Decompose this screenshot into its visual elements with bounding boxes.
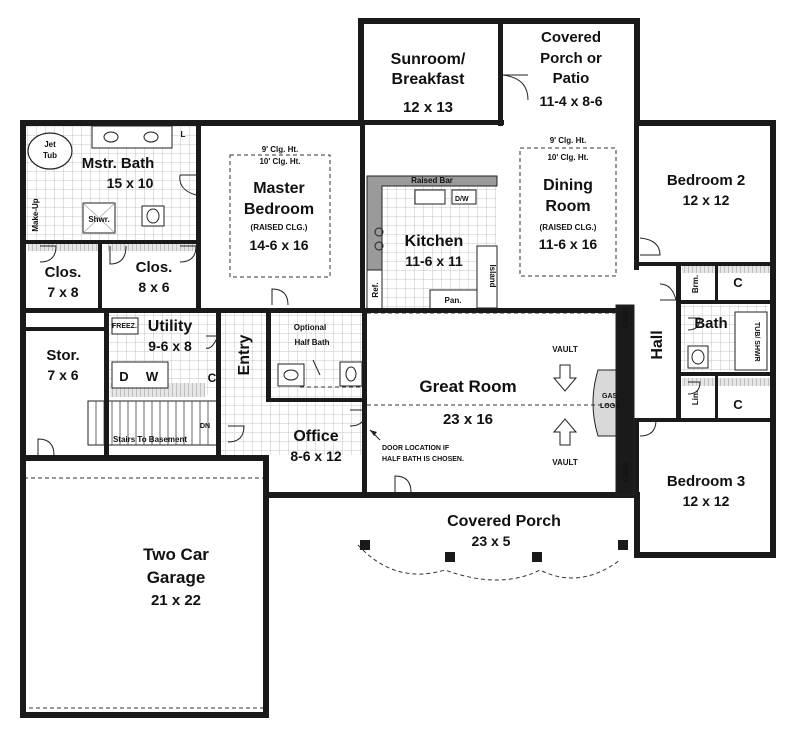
vault-arrows — [312, 359, 578, 446]
l-label: L — [181, 130, 186, 139]
master-bath-dim: 15 x 10 — [107, 175, 154, 191]
bedroom-closet-label: Brm. — [691, 275, 700, 293]
bedroom3-name: Bedroom 3 — [667, 473, 745, 490]
patio-name-1: Covered — [541, 29, 601, 46]
utility-name: Utility — [148, 318, 193, 335]
utility-closet-label: C — [208, 371, 217, 385]
covered-porch-name: Covered Porch — [447, 513, 561, 530]
ref-label: Ref. — [371, 282, 380, 297]
optional-label-1: Optional — [294, 323, 326, 332]
entry-label: Entry — [236, 334, 253, 375]
closet2-name: Clos. — [136, 259, 173, 276]
closet1-dim: 7 x 8 — [47, 284, 78, 300]
vault-bottom-label: VAULT — [552, 458, 578, 467]
dw-label: D/W — [455, 196, 469, 203]
master-bedroom-dim: 14-6 x 16 — [249, 237, 308, 253]
dining-ceiling-2: 10' Clg. Ht. — [547, 153, 588, 162]
bedroom3-dim: 12 x 12 — [683, 493, 730, 509]
dining-ceiling-1: 9' Clg. Ht. — [550, 136, 587, 145]
doors — [37, 74, 701, 493]
jet-tub-label-1: Jet — [44, 140, 56, 149]
pantry-label: Pan. — [445, 296, 462, 305]
office-name: Office — [293, 428, 338, 445]
kitchen-dim: 11-6 x 11 — [405, 253, 463, 269]
patio-name-3: Patio — [553, 70, 590, 87]
porch-posts — [360, 18, 640, 562]
covered-porch-dim: 23 x 5 — [472, 533, 511, 549]
island-label: Island — [488, 264, 497, 287]
dining-dim: 11-6 x 16 — [539, 236, 598, 252]
bedroom2-dim: 12 x 12 — [683, 192, 730, 208]
great-room-dim: 23 x 16 — [443, 411, 493, 428]
bedroom3-closet-label: C — [733, 397, 743, 412]
annotation-labels: Jet Tub Make-Up Shwr. L Raised Bar D/W R… — [31, 130, 760, 482]
sunroom-name-1: Sunroom/ — [391, 51, 466, 68]
hall-label: Hall — [649, 330, 666, 359]
bedroom2-name: Bedroom 2 — [667, 172, 745, 189]
dryer-label: D — [119, 369, 128, 384]
gas-label-2: LOGS — [600, 403, 620, 410]
garage-dim: 21 x 22 — [151, 592, 201, 609]
gas-label-1: GAS — [602, 393, 618, 400]
linen-label: Lin. — [691, 391, 700, 405]
patio-name-2: Porch or — [540, 50, 602, 67]
sunroom-dim: 12 x 13 — [403, 99, 453, 116]
kitchen-name: Kitchen — [405, 233, 464, 250]
master-bedroom-name-1: Master — [253, 180, 305, 197]
utility-dim: 9-6 x 8 — [148, 338, 192, 354]
room-labels: Sunroom/ Breakfast 12 x 13 Covered Porch… — [45, 29, 746, 609]
vault-top-label: VAULT — [552, 345, 578, 354]
door-note-2: HALF BATH IS CHOSEN. — [382, 456, 464, 463]
bedroom2-closet-label: C — [733, 275, 743, 290]
makeup-label: Make-Up — [31, 198, 40, 231]
closet2-dim: 8 x 6 — [138, 279, 169, 295]
dining-note: (RAISED CLG.) — [540, 223, 597, 232]
dining-name-1: Dining — [543, 177, 593, 194]
dining-name-2: Room — [545, 198, 590, 215]
garage-name-1: Two Car — [143, 545, 209, 564]
optional-label-2: Half Bath — [294, 338, 329, 347]
master-ceiling-2: 10' Clg. Ht. — [259, 157, 300, 166]
great-room-name: Great Room — [419, 377, 516, 396]
cabs-top-label: CABS — [623, 308, 630, 328]
jet-tub-label-2: Tub — [43, 151, 57, 160]
master-bath-name: Mstr. Bath — [82, 155, 155, 172]
hall-bath-label: Bath — [694, 315, 727, 332]
sunroom-name-2: Breakfast — [392, 71, 466, 88]
master-bedroom-note: (RAISED CLG.) — [251, 223, 308, 232]
stairs-label: Stairs To Basement — [113, 435, 187, 444]
shower-label: Shwr. — [88, 215, 109, 224]
raised-bar-label: Raised Bar — [411, 176, 453, 185]
washer-label: W — [146, 369, 159, 384]
master-bedroom-name-2: Bedroom — [244, 201, 314, 218]
office-dim: 8-6 x 12 — [290, 448, 342, 464]
stairs-dn-label: DN — [200, 423, 210, 430]
walls — [20, 18, 776, 718]
freezer-label: FREEZ. — [112, 323, 137, 330]
storage-name: Stor. — [46, 347, 79, 364]
closet1-name: Clos. — [45, 264, 82, 281]
cabs-bottom-label: CABS — [623, 462, 630, 482]
garage-name-2: Garage — [147, 568, 206, 587]
master-ceiling-1: 9' Clg. Ht. — [262, 145, 299, 154]
storage-dim: 7 x 6 — [47, 367, 78, 383]
door-note-1: DOOR LOCATION IF — [382, 445, 450, 452]
patio-dim: 11-4 x 8-6 — [539, 93, 602, 109]
tub-shower-label: TUB/ SHWR — [753, 322, 760, 362]
